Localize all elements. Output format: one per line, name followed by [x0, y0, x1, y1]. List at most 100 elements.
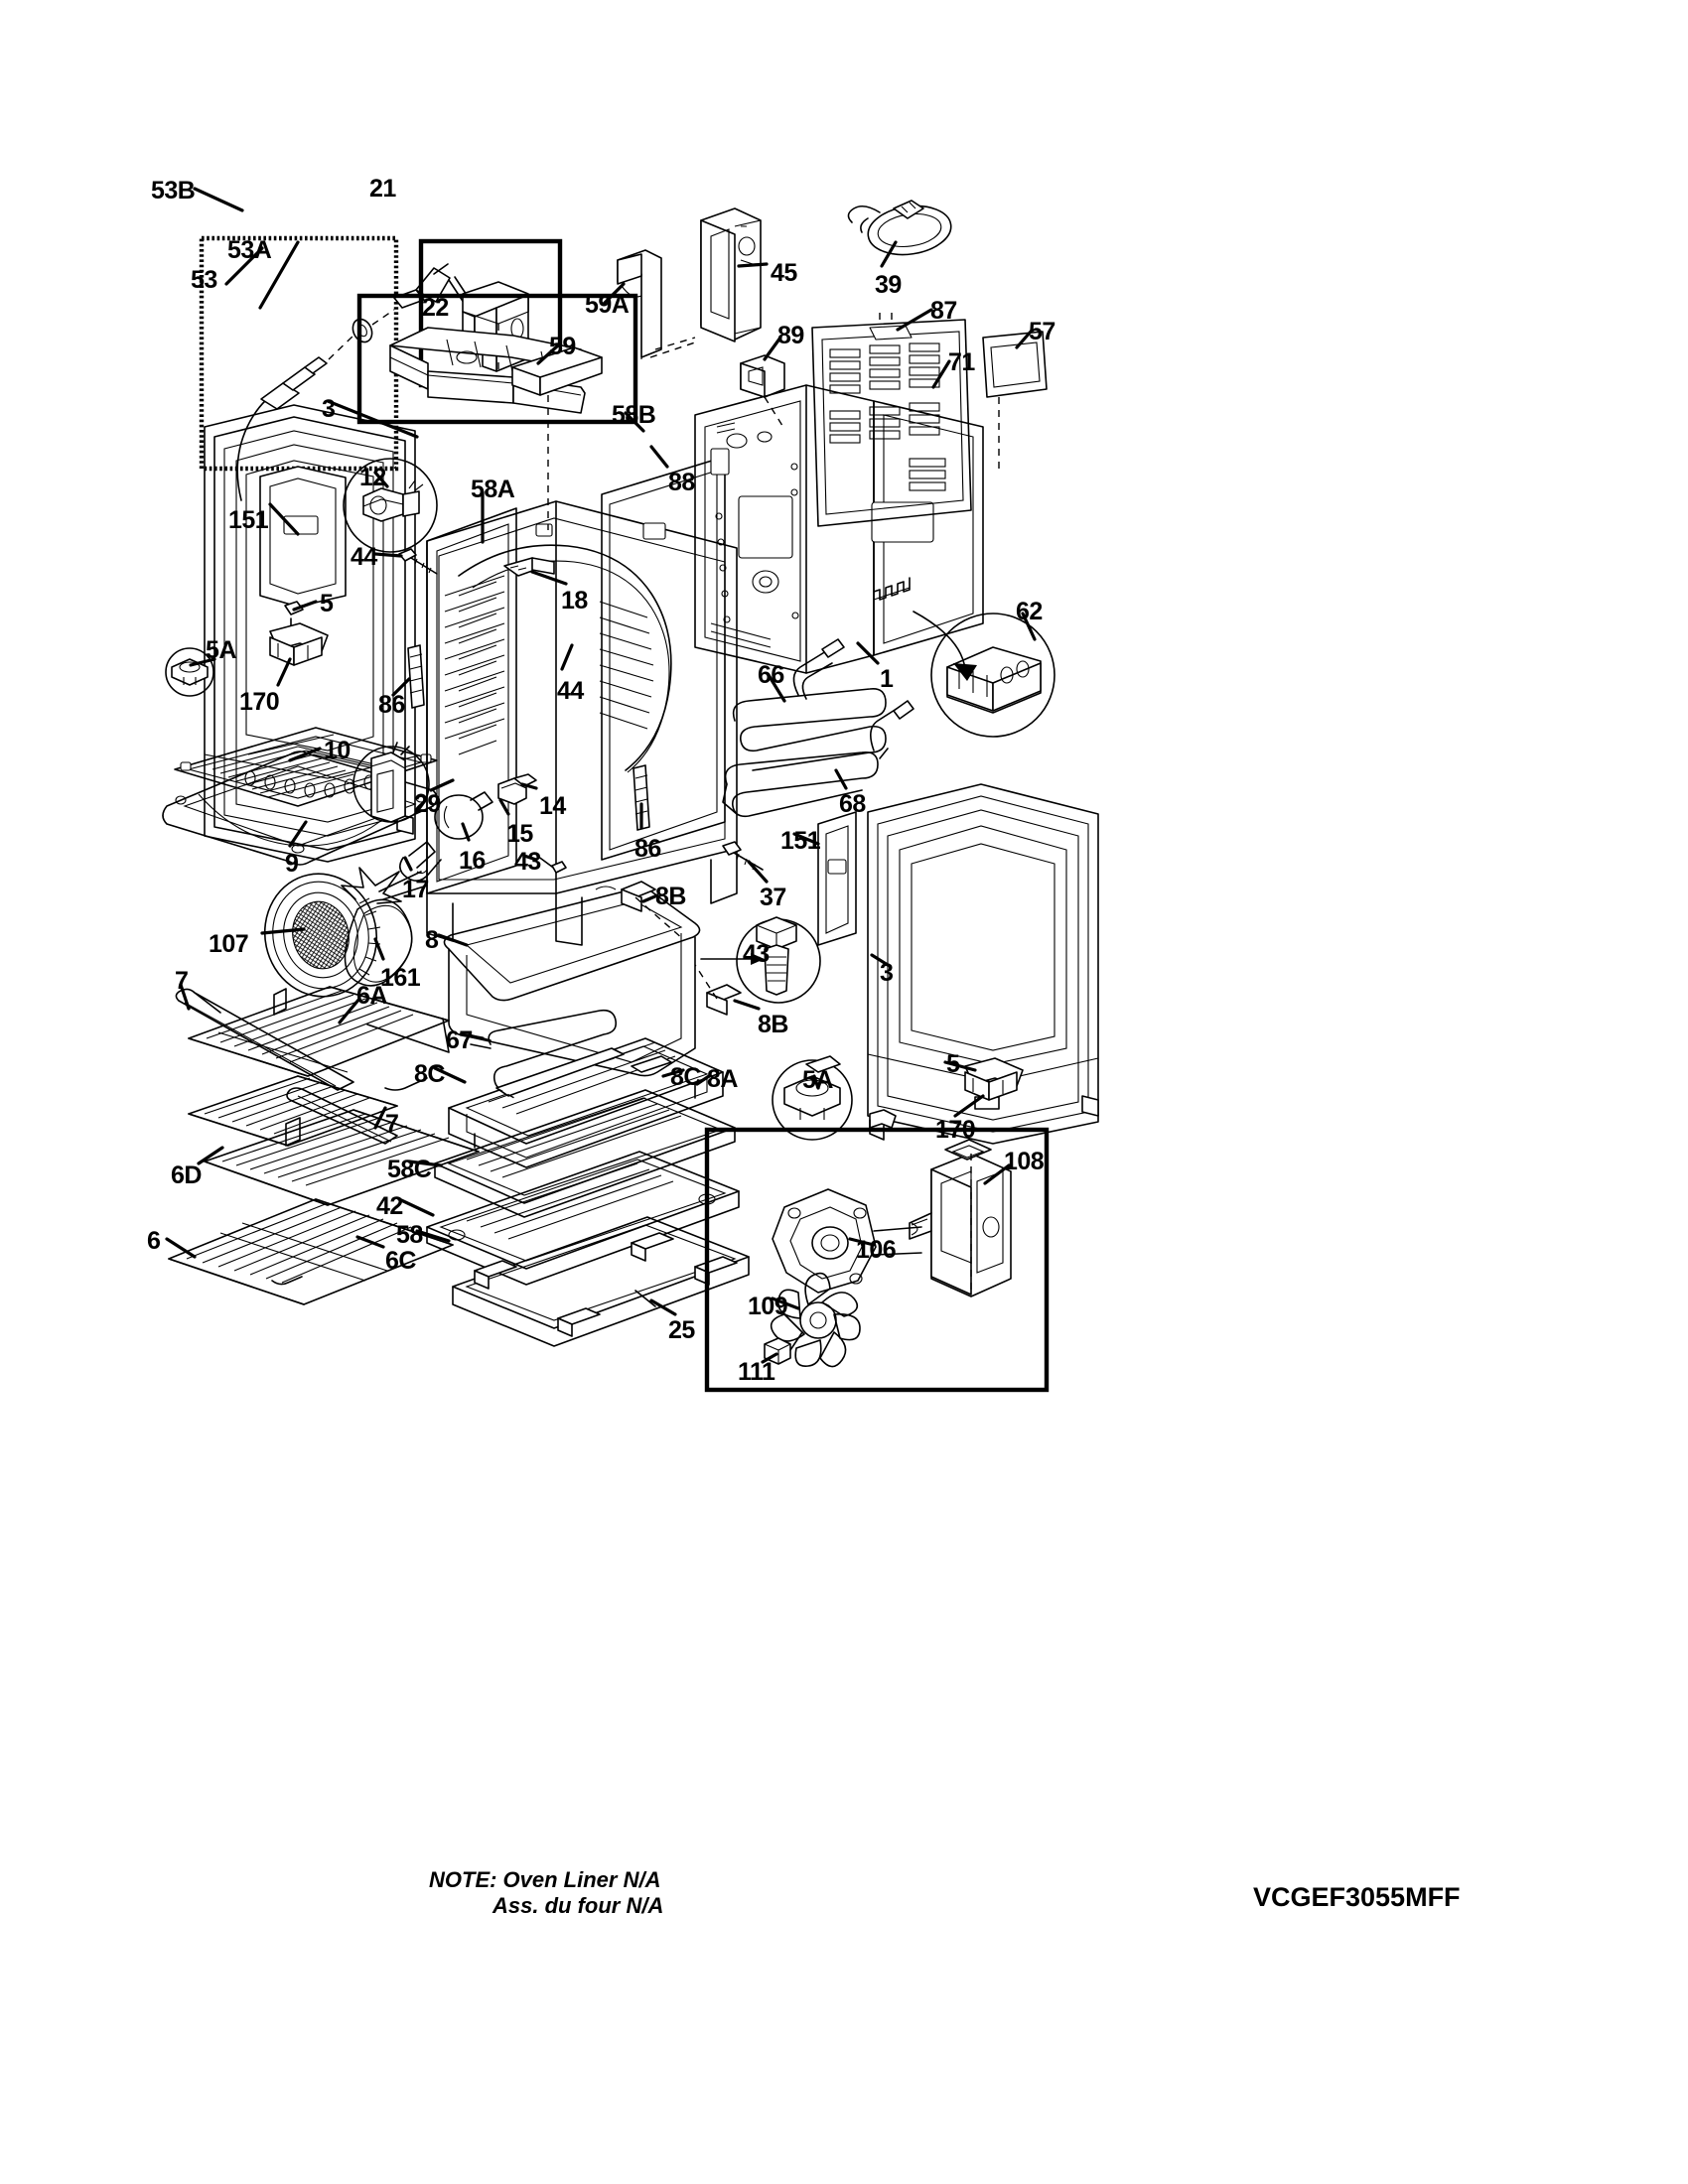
callout-59: 59 [549, 333, 576, 360]
callout-21: 21 [369, 175, 396, 203]
note-line-2: Ass. du four N/A [492, 1893, 664, 1918]
rear-cover-plate-57 [982, 331, 1048, 473]
callout-6D: 6D [171, 1161, 202, 1189]
broiler-grid-8A [448, 1037, 724, 1168]
rack-guide-7-lower [286, 1087, 398, 1145]
callout-89: 89 [777, 322, 804, 349]
callout-8C-left: 8C [414, 1060, 445, 1088]
callout-62: 62 [1016, 598, 1043, 625]
callout-6A: 6A [356, 982, 387, 1010]
screw-left [398, 548, 438, 575]
callout-5-left: 5 [320, 590, 334, 617]
callout-42: 42 [376, 1192, 403, 1220]
callout-106: 106 [856, 1236, 897, 1264]
callout-161: 161 [380, 964, 421, 992]
power-cord [847, 200, 952, 256]
callout-5A-right: 5A [802, 1066, 833, 1094]
hex-bolt-43 [700, 916, 821, 1004]
callout-57: 57 [1029, 318, 1055, 345]
callout-44-left: 44 [351, 543, 377, 571]
callout-151-right: 151 [780, 827, 821, 855]
callout-14: 14 [539, 792, 566, 820]
callout-170-right: 170 [935, 1116, 976, 1144]
oven-rack-6 [168, 1198, 454, 1305]
terminal-block-detail [913, 611, 1055, 738]
drawer-base-42 [426, 1151, 740, 1286]
callout-39: 39 [875, 271, 902, 299]
callout-58B: 58B [612, 401, 656, 429]
callout-10: 10 [324, 737, 351, 764]
callout-9: 9 [285, 850, 299, 878]
callout-108: 108 [1004, 1148, 1045, 1175]
door-insulation-right [817, 811, 857, 946]
callout-86-left: 86 [378, 691, 405, 719]
callout-58C: 58C [387, 1156, 432, 1183]
thermal-switch-detail [352, 742, 430, 823]
lamp-parts [399, 773, 537, 882]
callout-12: 12 [359, 464, 386, 491]
callout-8: 8 [425, 926, 439, 954]
terminal-cover-89 [740, 354, 785, 430]
callout-107: 107 [209, 930, 249, 958]
oven-rack-6D [188, 1075, 398, 1147]
screw-center [536, 855, 567, 874]
callout-170-left: 170 [239, 688, 280, 716]
chassis-rear-panel [694, 384, 984, 674]
callout-8B-lower: 8B [758, 1011, 788, 1038]
insulation-58C [434, 1089, 736, 1218]
rack-guide-7-upper [175, 988, 354, 1091]
callout-53A: 53A [227, 236, 272, 264]
oven-rack-6C [204, 1109, 480, 1206]
callout-151-left: 151 [228, 506, 269, 534]
callout-59A: 59A [585, 291, 630, 319]
callout-43-center: 43 [514, 848, 541, 876]
leader-lines [165, 187, 1037, 1364]
callout-58A: 58A [471, 476, 515, 503]
bracket-45 [700, 207, 762, 342]
callout-68: 68 [839, 790, 866, 818]
callout-29: 29 [414, 790, 441, 818]
callout-8C-right: 8C [670, 1063, 701, 1091]
leveling-leg-right [772, 1055, 1024, 1141]
callout-43-right: 43 [743, 940, 770, 968]
callout-88: 88 [668, 469, 695, 496]
callout-17: 17 [402, 876, 429, 903]
vent-duct-elbow-59A [617, 249, 696, 359]
oven-rack-6A [188, 986, 450, 1091]
callout-5A-left: 5A [206, 636, 236, 664]
vent-grille-assembly [162, 727, 438, 866]
broiler-pan-8 [443, 881, 742, 1077]
callout-16: 16 [459, 847, 486, 875]
callout-5-right: 5 [946, 1050, 960, 1078]
callout-87: 87 [930, 297, 957, 325]
callout-45: 45 [771, 259, 797, 287]
callout-109: 109 [748, 1293, 788, 1320]
callout-37: 37 [760, 884, 786, 911]
vent-duct-flat-59 [511, 346, 603, 530]
callout-71: 71 [948, 348, 975, 376]
oven-door-right [867, 783, 1099, 1145]
callout-67: 67 [446, 1026, 473, 1054]
probe-inset-box [199, 235, 501, 501]
broil-element-66 [732, 638, 887, 771]
hinge-bracket-left [407, 644, 425, 709]
callout-25: 25 [668, 1316, 695, 1344]
convection-motor-inset-box [704, 1127, 1050, 1393]
callout-3-right: 3 [880, 959, 894, 987]
base-frame-25 [452, 1216, 750, 1347]
model-number: VCGEF3055MFF [1253, 1882, 1461, 1912]
callout-86-right: 86 [634, 835, 661, 863]
callout-66: 66 [758, 661, 784, 689]
callout-44-center: 44 [557, 677, 584, 705]
callout-1: 1 [880, 665, 894, 693]
rear-access-panel [811, 308, 972, 527]
callout-6: 6 [147, 1227, 161, 1255]
callout-53: 53 [191, 266, 217, 294]
callout-8A: 8A [707, 1065, 738, 1093]
callout-7-lower: 7 [385, 1110, 399, 1138]
callout-15: 15 [506, 820, 533, 848]
fan-cover-assembly [263, 867, 428, 998]
callout-3-left: 3 [322, 395, 336, 423]
leveling-leg-left [165, 601, 329, 697]
